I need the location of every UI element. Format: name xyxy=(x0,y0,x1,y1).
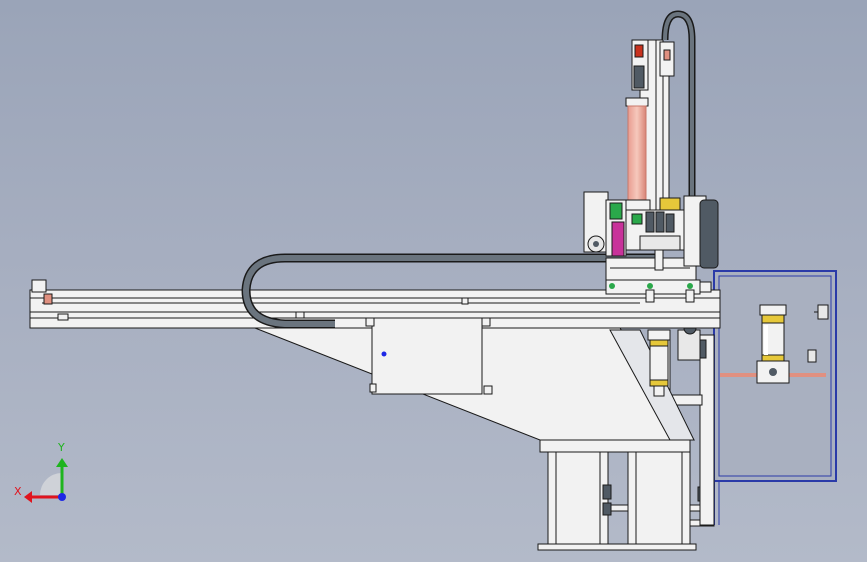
triad-x-label: X xyxy=(14,485,22,498)
gripper-cylinder-right[interactable] xyxy=(756,304,790,384)
junction-box[interactable] xyxy=(365,317,493,395)
x-axis-carriage[interactable] xyxy=(605,257,701,303)
machine-base[interactable] xyxy=(537,439,715,551)
z-axis-dot xyxy=(58,493,66,501)
y-axis-arrowhead xyxy=(56,458,68,467)
lift-cylinder[interactable] xyxy=(623,97,651,211)
air-hose xyxy=(661,10,696,200)
triad-y-label: Y xyxy=(58,441,65,454)
gripper-head[interactable] xyxy=(583,191,719,269)
gripper-cylinder-left[interactable] xyxy=(647,321,701,397)
axis-triad xyxy=(24,458,68,503)
x-axis-arrowhead xyxy=(24,491,32,503)
cable-drag-chain[interactable] xyxy=(241,253,660,329)
triad-plane xyxy=(40,473,62,495)
z-axis-column[interactable] xyxy=(631,39,675,271)
